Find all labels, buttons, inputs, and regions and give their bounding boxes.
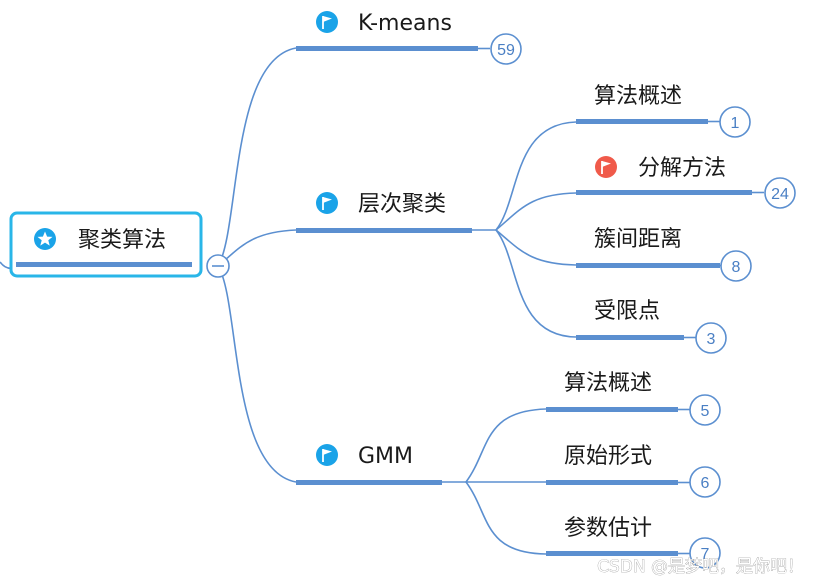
child-underline — [546, 480, 678, 485]
branch-hierarchical[interactable]: 层次聚类 — [296, 192, 472, 233]
connector-root-hier — [217, 229, 297, 267]
count-badge-text: 7 — [701, 546, 710, 563]
child-label: 参数估计 — [564, 516, 652, 541]
count-badge[interactable]: 59 — [490, 33, 522, 65]
child-gmm-original-form[interactable]: 原始形式 6 — [546, 444, 721, 498]
watermark: CSDN @是梦吧，是你吧！ — [597, 557, 804, 577]
connector-hier-c2 — [495, 192, 577, 231]
child-label: 分解方法 — [638, 156, 726, 181]
root-label: 聚类算法 — [78, 228, 166, 253]
child-label: 算法概述 — [564, 371, 652, 396]
child-underline — [576, 263, 720, 268]
connector-gmm-c1 — [465, 408, 547, 483]
child-label: 算法概述 — [594, 84, 682, 109]
child-hier-overview[interactable]: 算法概述 1 — [576, 84, 751, 138]
flag-icon — [316, 11, 338, 33]
branch-hierarchical-underline — [296, 228, 472, 233]
count-badge-text: 8 — [732, 259, 741, 276]
child-hier-decomposition[interactable]: 分解方法 24 — [576, 156, 796, 209]
child-hier-cluster-distance[interactable]: 簇间距离 8 — [576, 227, 752, 282]
branch-gmm[interactable]: GMM — [296, 444, 442, 485]
count-badge-text: 59 — [497, 42, 515, 59]
count-badge[interactable]: 8 — [720, 250, 752, 282]
count-badge-text: 1 — [731, 115, 740, 132]
connector-root-gmm — [217, 265, 297, 483]
flag-icon — [316, 192, 338, 214]
branch-gmm-label: GMM — [358, 444, 413, 469]
collapse-toggle[interactable] — [206, 254, 230, 278]
count-badge-text: 3 — [707, 331, 716, 348]
root-node-frame[interactable] — [9, 211, 203, 278]
count-badge-text: 5 — [701, 403, 710, 420]
count-badge[interactable]: 3 — [695, 322, 727, 354]
child-underline — [546, 551, 678, 556]
child-underline — [576, 335, 684, 340]
count-badge[interactable]: 5 — [689, 394, 721, 426]
count-badge[interactable]: 6 — [689, 466, 721, 498]
child-gmm-overview[interactable]: 算法概述 5 — [546, 371, 721, 426]
child-underline — [546, 407, 678, 412]
branch-kmeans-label: K-means — [358, 11, 452, 36]
child-label: 簇间距离 — [594, 227, 682, 252]
child-underline — [576, 119, 708, 124]
connector-hier-c4 — [495, 229, 577, 338]
connector-gmm-c3 — [465, 481, 547, 555]
child-gmm-parameter-estimation[interactable]: 参数估计 7 — [546, 516, 721, 569]
child-label: 受限点 — [594, 299, 660, 324]
child-underline — [576, 190, 752, 195]
branch-kmeans[interactable]: K-means 59 — [296, 11, 522, 65]
root-node[interactable]: 聚类算法 — [9, 211, 203, 278]
red-flag-icon — [595, 156, 617, 178]
flag-icon — [316, 444, 338, 466]
branch-gmm-underline — [296, 480, 442, 485]
count-badge[interactable]: 1 — [719, 106, 751, 138]
root-underline — [16, 262, 192, 267]
connector-hier-c3 — [495, 229, 577, 266]
connectors — [0, 47, 577, 555]
count-badge-text: 6 — [701, 475, 710, 492]
star-icon — [34, 228, 56, 250]
count-badge[interactable]: 7 — [689, 537, 721, 569]
connector-root-kmeans — [217, 47, 297, 267]
child-label: 原始形式 — [564, 444, 652, 469]
branch-hierarchical-label: 层次聚类 — [358, 192, 446, 217]
branch-kmeans-underline — [296, 46, 478, 51]
count-badge[interactable]: 24 — [764, 177, 796, 209]
count-badge-text: 24 — [771, 186, 789, 203]
child-hier-restricted-point[interactable]: 受限点 3 — [576, 299, 727, 354]
connector-hier-c1 — [495, 121, 577, 231]
